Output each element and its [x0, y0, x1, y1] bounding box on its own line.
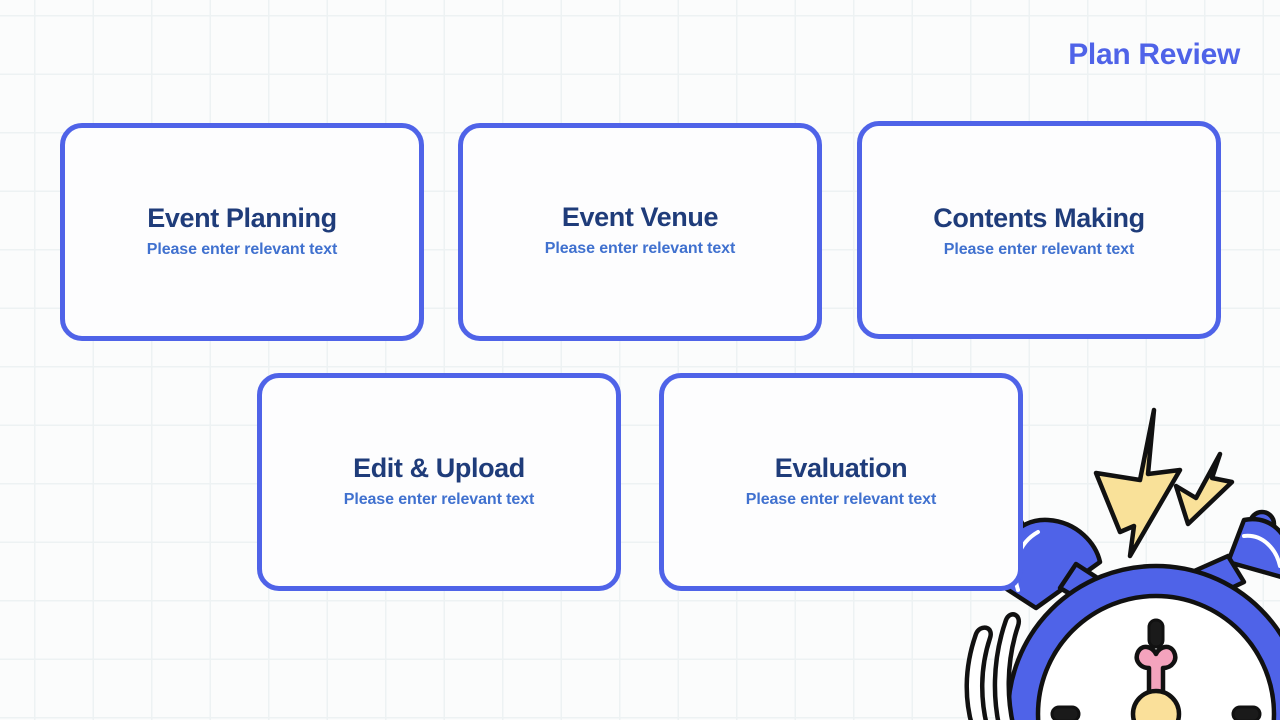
- card-subtitle[interactable]: Please enter relevant text: [943, 240, 1135, 258]
- lightning-bolt-small-icon: [1173, 451, 1235, 527]
- card-subtitle[interactable]: Please enter relevant text: [146, 240, 338, 258]
- card-contents-making[interactable]: Contents Making Please enter relevant te…: [857, 121, 1221, 339]
- alarm-clock-illustration: [944, 396, 1280, 720]
- card-title: Edit & Upload: [353, 453, 525, 483]
- card-title: Event Venue: [561, 202, 719, 232]
- card-content: Evaluation Please enter relevant text: [745, 453, 937, 508]
- card-content: Event Venue Please enter relevant text: [544, 202, 736, 257]
- card-subtitle[interactable]: Please enter relevant text: [343, 490, 535, 508]
- hour-markers: [1050, 618, 1262, 720]
- card-subtitle[interactable]: Please enter relevant text: [544, 239, 736, 257]
- lightning-bolt-large-icon: [1093, 407, 1183, 559]
- page-title: Plan Review: [1068, 38, 1240, 71]
- motion-lines: [964, 612, 1022, 720]
- card-edit-upload[interactable]: Edit & Upload Please enter relevant text: [257, 373, 621, 591]
- card-evaluation[interactable]: Evaluation Please enter relevant text: [659, 373, 1023, 591]
- card-subtitle[interactable]: Please enter relevant text: [745, 490, 937, 508]
- card-content: Contents Making Please enter relevant te…: [933, 203, 1145, 258]
- card-event-planning[interactable]: Event Planning Please enter relevant tex…: [60, 123, 424, 341]
- card-title: Contents Making: [933, 203, 1145, 233]
- center-hub: [1130, 688, 1182, 720]
- card-title: Evaluation: [774, 453, 908, 483]
- right-bell: [1225, 516, 1280, 579]
- card-content: Edit & Upload Please enter relevant text: [343, 453, 535, 508]
- card-event-venue[interactable]: Event Venue Please enter relevant text: [458, 123, 822, 341]
- card-content: Event Planning Please enter relevant tex…: [146, 203, 338, 258]
- card-title: Event Planning: [147, 203, 337, 233]
- minute-hand: [1134, 644, 1178, 711]
